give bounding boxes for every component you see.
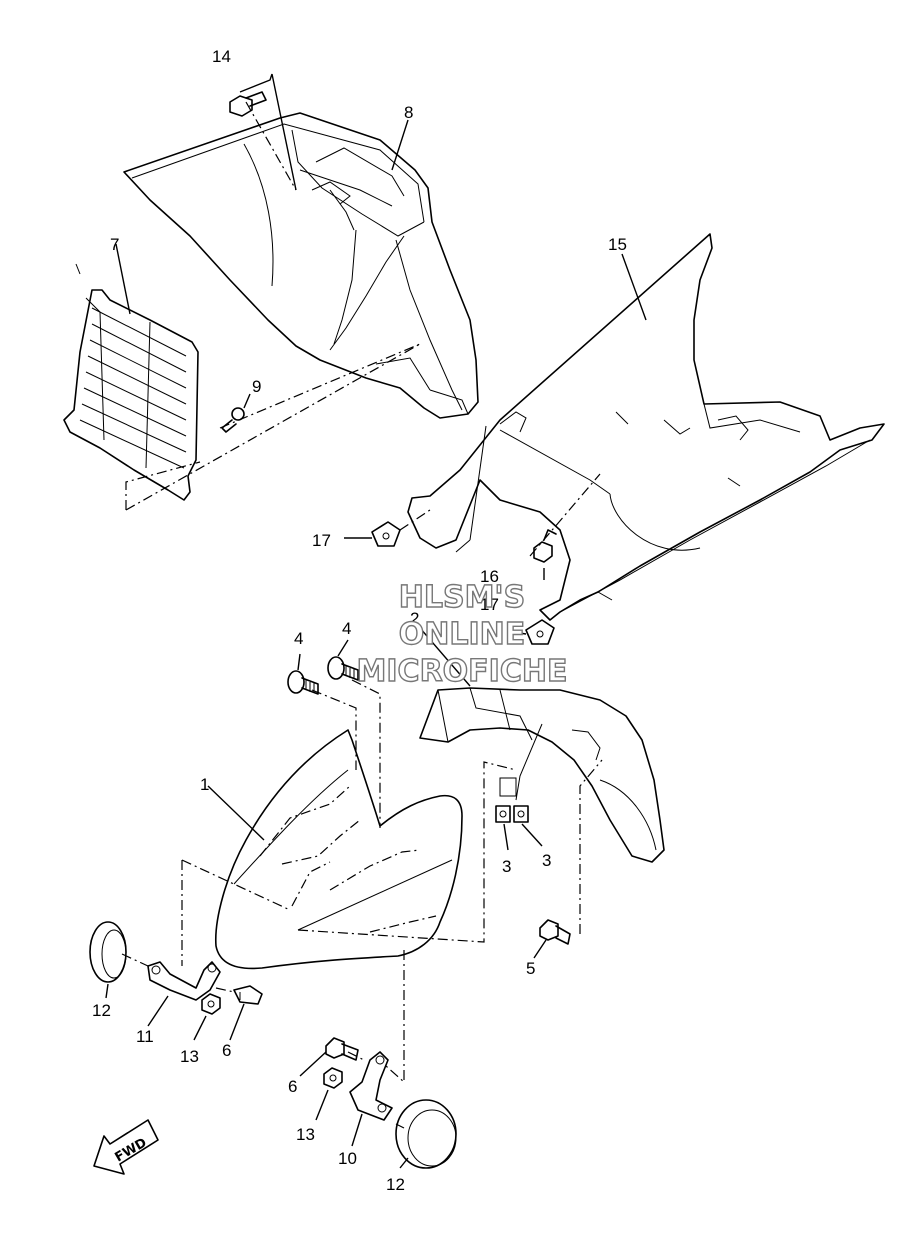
callout-labels: 14 8 7 15 9 17 16 17 2 4 4 1 3 3 5 12 11…: [92, 47, 627, 1194]
nut-clip-17b: [525, 619, 555, 645]
callout-4-right: 4: [342, 619, 351, 638]
callout-13-right: 13: [296, 1125, 315, 1144]
callout-6-left: 6: [222, 1041, 231, 1060]
fwd-label: FWD: [113, 1135, 150, 1165]
louver-panel-part: [63, 263, 199, 501]
watermark-line-1: HLSM'S: [399, 580, 525, 615]
callout-3-left: 3: [502, 857, 511, 876]
callout-13-left: 13: [180, 1047, 199, 1066]
bolt-14: [229, 91, 267, 117]
callout-3-right: 3: [542, 851, 551, 870]
callout-9: 9: [252, 377, 261, 396]
callout-4-left: 4: [294, 629, 303, 648]
callout-7: 7: [110, 235, 119, 254]
front-fender-part: [214, 729, 463, 970]
bolt-6a: [233, 985, 263, 1005]
callout-8: 8: [404, 103, 413, 122]
callout-16: 16: [480, 567, 499, 586]
watermark-line-2: ONLINE: [399, 617, 526, 652]
cap-12a: [89, 921, 127, 983]
rear-fender-part: [419, 687, 665, 863]
assembly-lines: [121, 101, 603, 1129]
nut-13a: [201, 993, 221, 1015]
callout-2: 2: [410, 609, 419, 628]
leader-lines: [105, 73, 647, 1169]
front-cowl-part: [123, 112, 479, 419]
callout-10: 10: [338, 1149, 357, 1168]
watermark: HLSM'S ONLINE MICROFICHE: [356, 579, 568, 689]
callout-17-upper: 17: [312, 531, 331, 550]
bolt-6b: [325, 1037, 359, 1061]
callout-5: 5: [526, 959, 535, 978]
bracket-11: [147, 961, 221, 1001]
callout-14: 14: [212, 47, 231, 66]
nut-clip-17a: [371, 521, 401, 547]
callout-12-right: 12: [386, 1175, 405, 1194]
callout-11: 11: [136, 1027, 154, 1046]
bracket-10: [349, 1051, 393, 1121]
clip-3b: [513, 805, 529, 823]
watermark-line-3: MICROFICHE: [357, 654, 568, 689]
clip-3a: [495, 805, 511, 823]
callout-6-right: 6: [288, 1077, 297, 1096]
bolt-16: [533, 529, 557, 563]
fwd-direction-arrow: FWD: [93, 1119, 159, 1175]
callout-15: 15: [608, 235, 627, 254]
callout-12-left: 12: [92, 1001, 111, 1020]
screw-9: [221, 407, 245, 433]
callout-17-lower: 17: [480, 595, 499, 614]
callout-1: 1: [200, 775, 209, 794]
cap-12b: [395, 1099, 457, 1169]
leg-shield-part: [407, 233, 885, 621]
bolt-4b: [327, 656, 359, 681]
nut-13b: [323, 1067, 343, 1089]
bolt-5: [539, 919, 571, 945]
